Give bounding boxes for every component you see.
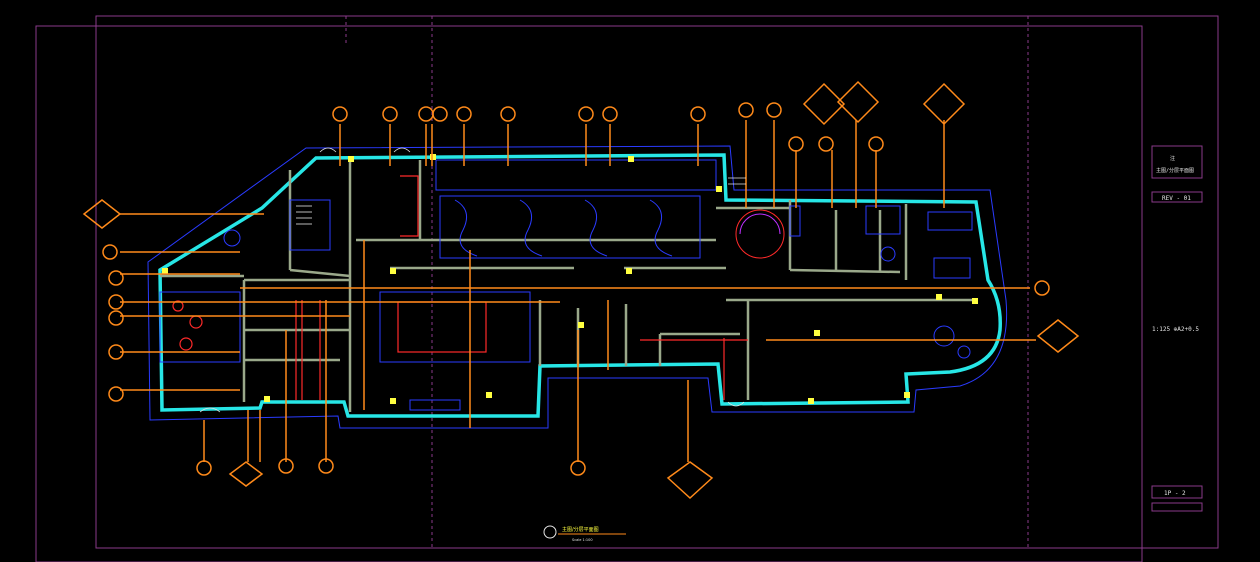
title-block-sheet-number: 1P - 2 [1164,490,1186,497]
title-block-header-line: 主图/分层平面图 [1156,167,1194,174]
drawing-title: 主图/分层平面图 Scale 1:100 [543,525,626,542]
title-block-sheet-code: REV - 01 [1162,195,1191,202]
sheet-frame [35,15,1219,562]
interior-walls [160,160,976,412]
furniture [159,159,973,411]
drawing-title-sub: Scale 1:100 [572,538,593,542]
grid-lines [120,120,1036,462]
drawing-title-main: 主图/分层平面图 [562,526,599,533]
doors-and-stairs [199,147,746,413]
grid-bubbles [102,102,1050,476]
diamond-callouts [82,80,1080,500]
title-block-header-small: 注 [1170,155,1175,162]
title-block-scale-note: 1:125 ⊕A2+0.5 [1152,326,1199,333]
title-block: 注 主图/分层平面图 REV - 01 1:125 ⊕A2+0.5 1P - 2 [1151,145,1203,512]
column-markers [162,154,978,404]
